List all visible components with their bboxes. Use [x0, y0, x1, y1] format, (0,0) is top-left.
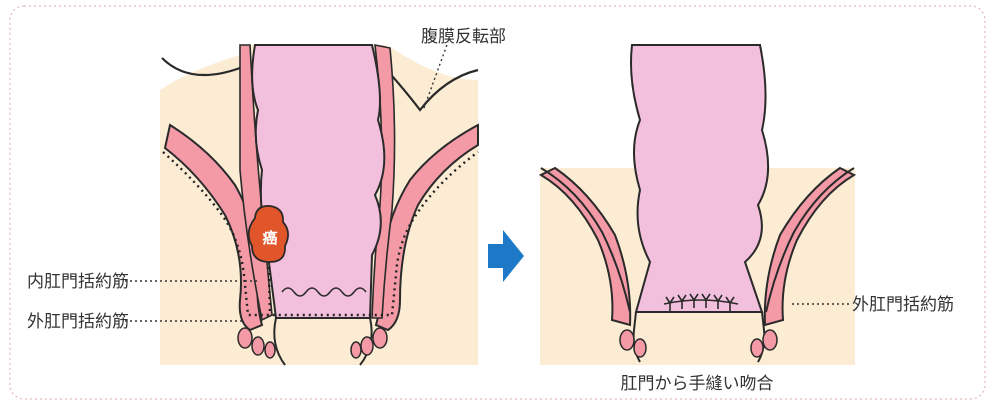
left-panel: 癌 腹膜反転部 内肛門括約筋 外肛門括約筋: [27, 27, 506, 365]
peritoneal-reflection-label: 腹膜反転部: [421, 27, 506, 47]
right-rectum: [631, 45, 768, 312]
external-sphincter-left-label: 外肛門括約筋: [27, 312, 129, 332]
right-arrow-icon: [488, 230, 524, 282]
right-panel: 外肛門括約筋 肛門から手縫い吻合: [540, 45, 954, 394]
external-sphincter-right-label: 外肛門括約筋: [852, 295, 954, 315]
caption: 肛門から手縫い吻合: [621, 374, 774, 394]
internal-sphincter-label: 内肛門括約筋: [27, 272, 129, 292]
tumor-label: 癌: [262, 229, 277, 247]
left-rectum: [252, 45, 384, 318]
